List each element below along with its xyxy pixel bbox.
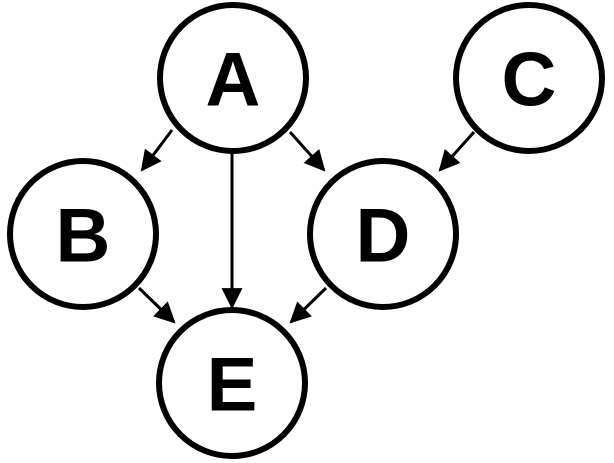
edge-d-to-e-line xyxy=(289,286,328,324)
edge-c-to-d xyxy=(438,130,476,172)
node-d[interactable]: D xyxy=(307,158,459,310)
node-c-circle[interactable] xyxy=(453,2,605,154)
node-d-label: D xyxy=(356,194,411,279)
node-a[interactable]: A xyxy=(157,2,309,154)
edge-layer xyxy=(137,129,476,324)
node-e-circle[interactable] xyxy=(156,307,308,459)
edge-d-to-e xyxy=(289,286,328,324)
node-c-label: C xyxy=(502,38,557,123)
edge-a-to-b xyxy=(140,129,174,172)
node-c[interactable]: C xyxy=(453,2,605,154)
node-e[interactable]: E xyxy=(156,307,308,459)
node-layer: A B C D E xyxy=(7,2,605,459)
node-a-label: A xyxy=(206,38,261,123)
node-a-circle[interactable] xyxy=(157,2,309,154)
node-b-circle[interactable] xyxy=(7,158,159,310)
node-b-label: B xyxy=(56,194,111,279)
edge-b-to-e xyxy=(137,286,176,324)
node-d-circle[interactable] xyxy=(307,158,459,310)
node-b[interactable]: B xyxy=(7,158,159,310)
edge-b-to-e-line xyxy=(137,286,176,324)
edge-a-to-d-line xyxy=(288,130,326,172)
edge-a-to-b-line xyxy=(140,129,174,172)
edge-a-to-d xyxy=(288,130,326,172)
edge-c-to-d-line xyxy=(438,130,476,172)
node-e-label: E xyxy=(207,343,258,428)
